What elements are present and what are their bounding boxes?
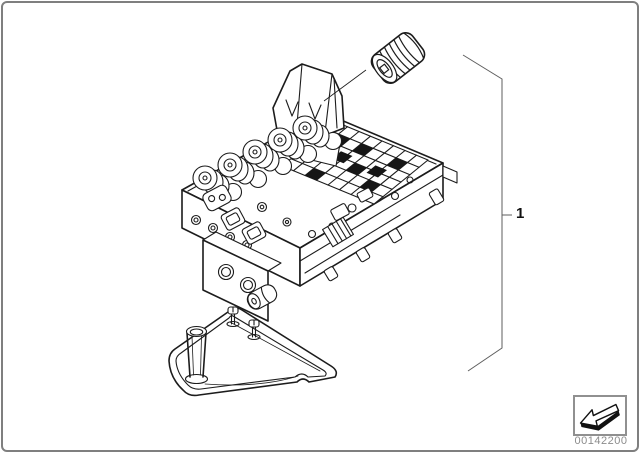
mechatronics-unit-drawing [181, 63, 458, 322]
right-face-details [322, 188, 445, 282]
filter-clip [226, 306, 240, 328]
filter-clip [247, 319, 261, 341]
stamp-box [573, 395, 627, 436]
square-connectors [220, 207, 267, 245]
leader-line [323, 69, 367, 102]
callout-label-1[interactable]: 1 [516, 205, 525, 222]
solenoid-row [192, 115, 343, 202]
adapter-plug-drawing [370, 32, 426, 84]
direction-arrow-icon [579, 403, 620, 431]
mounting-plate [202, 184, 232, 212]
diagram-number: 00142200 [574, 435, 628, 447]
bolt-bosses [256, 176, 414, 239]
callout-bracket [462, 54, 512, 372]
filter-neck [184, 325, 209, 385]
front-cylinder [246, 284, 278, 310]
oil-filter-drawing [168, 306, 338, 397]
